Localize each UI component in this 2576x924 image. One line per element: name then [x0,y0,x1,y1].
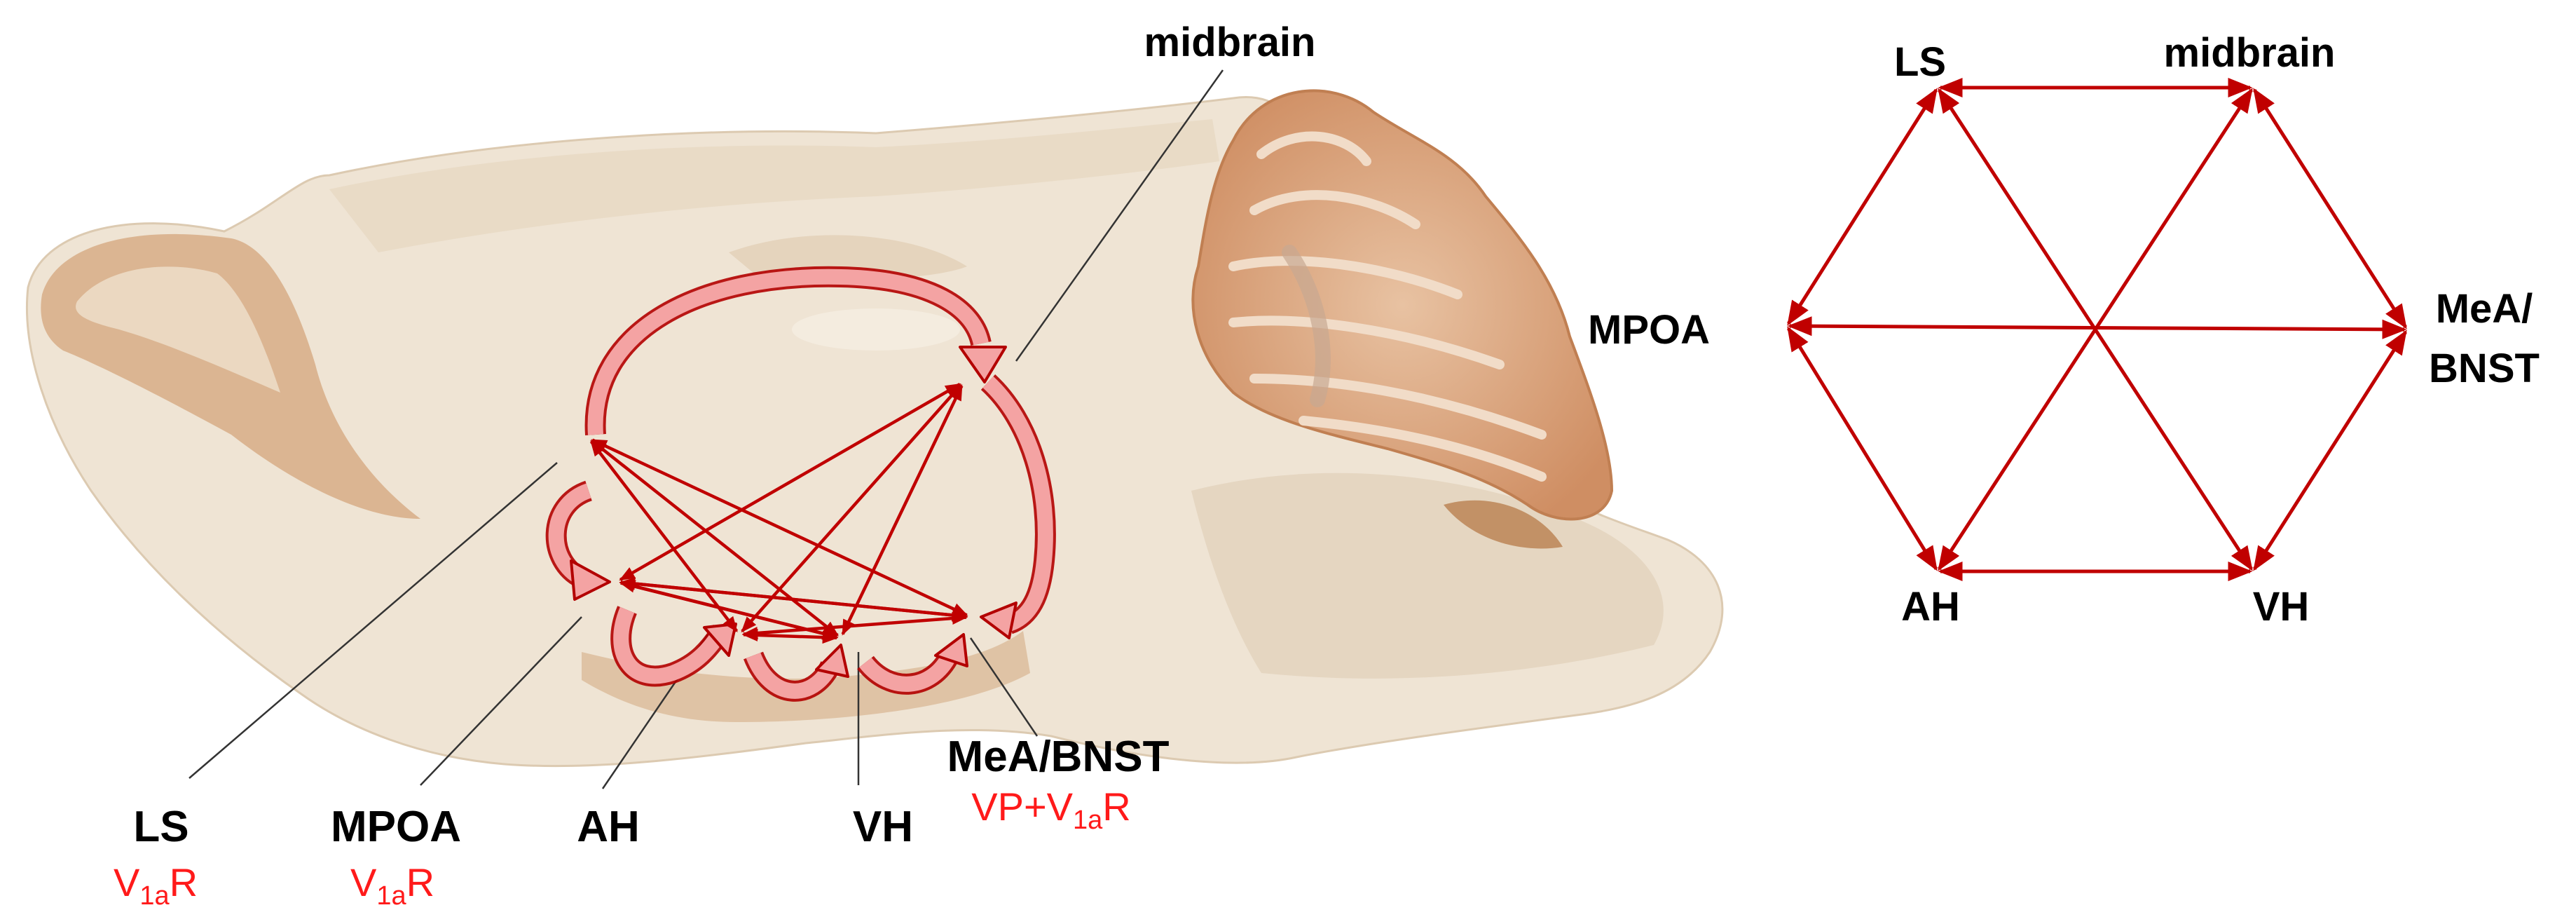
thick-ls-mpoa-ribbon [548,483,592,585]
brainstem [1191,473,1664,679]
net-arrow-mpoa-ah [1786,326,1938,571]
net-arrow-midbrain-mea [2253,88,2407,329]
thick-mpoa-ah-ribbon [613,606,728,684]
receptor-mpoa-suffix: R [406,860,434,904]
brain-arrow-mea-mpoa-10 [619,577,968,622]
brain-arrows [589,383,968,644]
receptor-mea-bnst: VP+V1aR [971,784,1131,835]
thick-ah-vh-head [815,644,849,678]
cortex-band [329,119,1219,252]
net-label-mea-line2: BNST [2429,346,2540,391]
brain-label-mpoa: MPOA [331,803,461,851]
brain-arrow-ah-vh-11 [741,628,839,644]
net-arrow-ls-mpoa [1787,88,1938,326]
receptor-mpoa-prefix: V [350,860,377,904]
receptor-mpoa: V1aR [350,860,434,911]
hypothalamus-ventral [582,631,1030,722]
brain-label-mea-bnst: MeA/BNST [947,733,1170,781]
brain-label-midbrain: midbrain [1144,20,1316,65]
brain-section: midbrain LS MPOA AH VH MeA/BNST V1aR V1a… [25,20,1724,911]
net-label-mea-line1: MeA/ [2436,286,2533,332]
brain-label-ah: AH [577,803,640,851]
thick-midbrain-mea-ribbon [982,376,1053,632]
receptor-mea-sub: 1a [1073,806,1103,835]
receptor-ls-suffix: R [170,860,198,904]
cerebellum [1191,89,1614,521]
thick-ls-midbrain-ribbon [587,269,989,435]
net-arrow-mpoa-mea [1787,316,2407,339]
thick-midbrain-mea-head [980,602,1018,639]
receptor-ls: V1aR [114,860,198,911]
net-label-midbrain: midbrain [2164,30,2336,76]
network-diagram: LS midbrain MPOA MeA/ BNST AH VH [1588,30,2540,630]
net-label-ls: LS [1894,39,1946,85]
net-label-ah: AH [1901,584,1960,630]
receptor-mpoa-sub: 1a [376,881,406,911]
receptor-mea-suffix: R [1102,784,1130,829]
thick-ah-vh-ribbon [746,652,837,699]
thick-ls-midbrain-head [959,346,1007,383]
olfactory-inner [76,266,281,393]
receptor-ls-prefix: V [114,860,140,904]
net-arrow-mea-vh [2253,329,2407,571]
brain-label-vh: VH [853,803,913,851]
thick-vh-mea-head [934,633,968,667]
pons-spot [1444,500,1563,549]
thick-arrows [545,266,1056,702]
receptor-mea-prefix: VP+V [971,784,1073,829]
receptor-ls-sub: 1a [139,881,170,911]
net-label-vh: VH [2253,584,2310,630]
net-label-mpoa: MPOA [1588,307,1710,353]
ventricle [792,308,960,351]
network-arrows [1786,78,2407,581]
thick-vh-mea-ribbon [859,651,957,692]
brain-label-ls: LS [133,803,189,851]
